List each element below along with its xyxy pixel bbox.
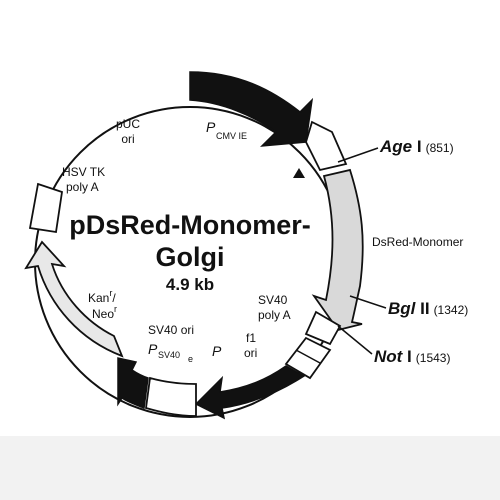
plasmid-name-line2: Golgi xyxy=(156,242,225,272)
site-age-suffix: I xyxy=(412,137,421,156)
plasmid-name-line1: pDsRed-Monomer- xyxy=(69,210,311,240)
psv40-label: P xyxy=(148,341,158,357)
site-bgl-suffix: II xyxy=(415,299,429,318)
site-not: Not I (1543) xyxy=(374,347,450,366)
mcs-box-upper xyxy=(305,120,348,172)
bottom-arrow-right xyxy=(194,365,306,420)
neo-label-sup: r xyxy=(114,304,117,314)
site-not-pos: (1543) xyxy=(416,351,451,365)
site-bgl-name: Bgl xyxy=(388,299,417,318)
puc-ori-label-2: ori xyxy=(121,132,134,146)
bgl-pointer xyxy=(349,295,387,309)
not-pointer xyxy=(337,325,373,355)
pcmv-sub-label: CMV IE xyxy=(216,131,247,141)
neo-label-text: Neo xyxy=(92,307,114,321)
hsv-tk-label-2: poly A xyxy=(66,180,99,194)
triangle-marker xyxy=(293,168,305,178)
sv40-ori-label: SV40 ori xyxy=(148,323,194,337)
kan-label: Kanr/ xyxy=(88,288,116,305)
site-bgl-pos: (1342) xyxy=(434,303,469,317)
kan-label-text: Kan xyxy=(88,291,109,305)
sv40-polya-label-2: poly A xyxy=(258,308,291,322)
bottom-band xyxy=(0,436,500,500)
pcmv-arrow xyxy=(189,71,314,147)
site-bgl: Bgl II (1342) xyxy=(388,299,468,318)
age-pointer xyxy=(337,147,379,163)
hsv-tk-box xyxy=(28,182,64,234)
neo-label: Neor xyxy=(92,304,117,321)
site-not-suffix: I xyxy=(402,347,411,366)
plasmid-size: 4.9 kb xyxy=(166,275,214,294)
hsv-tk-label-1: HSV TK xyxy=(62,165,105,179)
pcmv-label: P xyxy=(206,119,216,135)
dsred-label: DsRed-Monomer xyxy=(372,235,463,249)
kan-label-slash: / xyxy=(112,291,116,305)
bottom-arrow-left xyxy=(117,357,149,410)
f1-ori-label-1: f1 xyxy=(246,331,256,345)
f1-ori-label-2: ori xyxy=(244,346,257,360)
puc-ori-label-1: pUC xyxy=(116,117,140,131)
site-age-pos: (851) xyxy=(426,141,454,155)
kan-label-sup: r xyxy=(109,288,112,298)
sv40-ori-box xyxy=(145,376,197,417)
f1-ori-box xyxy=(284,336,332,380)
mcs-box-lower xyxy=(304,310,342,346)
psv40-sub-e-label: e xyxy=(188,354,193,364)
dsred-arrow xyxy=(311,168,364,332)
p-label: P xyxy=(212,343,222,359)
site-not-name: Not xyxy=(374,347,404,366)
site-age: Age I (851) xyxy=(379,137,454,156)
sv40-polya-label-1: SV40 xyxy=(258,293,288,307)
site-age-name: Age xyxy=(379,137,412,156)
kan-neo-arrow xyxy=(24,240,124,358)
f1-ori-divider xyxy=(295,349,321,364)
psv40-sub-label: SV40 xyxy=(158,350,180,360)
